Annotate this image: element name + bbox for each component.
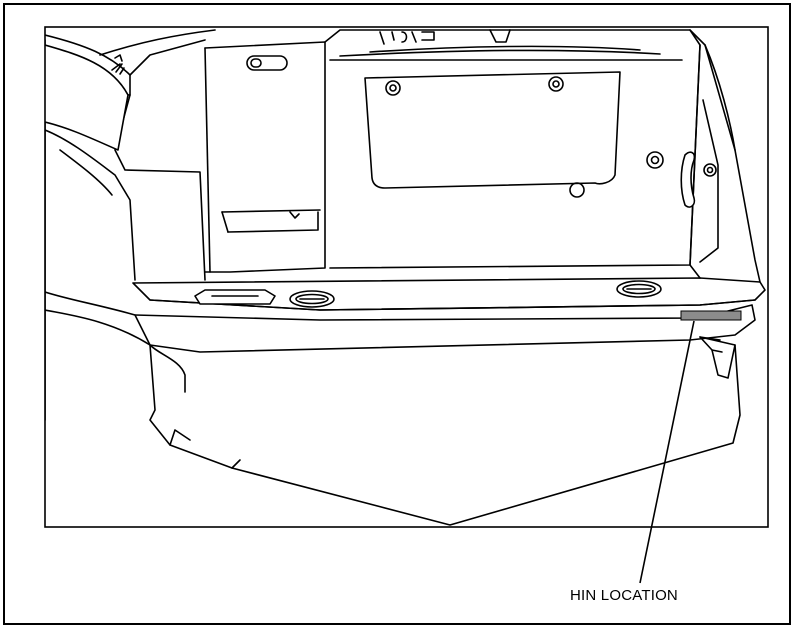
hin-plate [680,310,742,321]
name-plate-recess [364,71,621,189]
side-grab-handle [680,151,696,208]
transom-door [204,41,326,273]
plate-screw-right [548,76,564,92]
transom-panel [324,29,701,269]
port-side-console [45,29,216,293]
page-frame [3,3,791,625]
starboard-side [680,29,761,283]
cleat-left [194,289,276,305]
hin-location-label: HIN LOCATION [570,587,678,604]
deck-fittings [194,280,662,308]
door-handle-slot [246,55,288,71]
plate-screw-left [385,80,401,96]
transom-fitting [646,151,664,169]
hin-leader-line [639,320,695,584]
